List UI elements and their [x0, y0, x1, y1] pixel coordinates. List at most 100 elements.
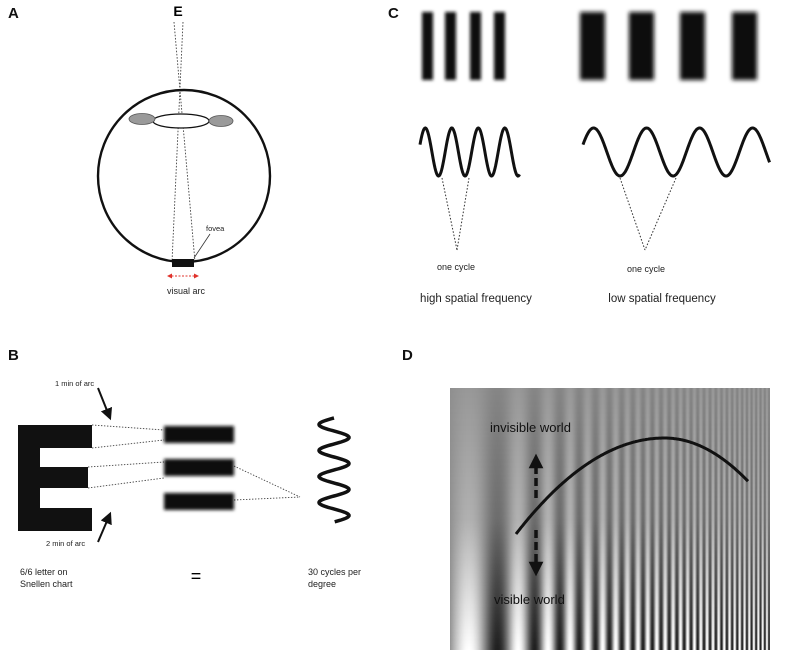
grating-stripe — [458, 388, 460, 650]
grating-stripe — [566, 388, 568, 650]
grating-stripe — [638, 388, 640, 650]
grating-stripe — [703, 388, 705, 650]
grating-stripe — [512, 388, 514, 650]
grating-stripe — [595, 388, 597, 650]
grating-stripe — [569, 388, 571, 650]
iris-right — [208, 115, 234, 127]
grating-stripe — [751, 388, 753, 650]
grating-stripe — [550, 388, 552, 650]
grating-stripe — [631, 388, 633, 650]
grating-stripe — [767, 388, 769, 650]
grating-stripe — [656, 388, 658, 650]
grating-stripe — [618, 388, 620, 650]
grating-stripe — [562, 388, 564, 650]
grating-stripe — [496, 388, 498, 650]
grating-stripe — [663, 388, 665, 650]
grating-stripe — [597, 388, 599, 650]
grating-stripe — [487, 388, 489, 650]
grating-stripe — [604, 388, 606, 650]
grating-stripe — [600, 388, 602, 650]
grating-stripe — [468, 388, 470, 650]
grating-stripe — [491, 388, 493, 650]
grating-stripe — [517, 388, 519, 650]
grating-stripe — [727, 388, 729, 650]
grating-stripe — [460, 388, 462, 650]
grating-stripe — [687, 388, 689, 650]
grating-stripe — [744, 388, 746, 650]
grating-stripe — [738, 388, 740, 650]
grating-stripe — [745, 388, 747, 650]
grating-stripe — [452, 388, 454, 650]
grating-stripe — [716, 388, 718, 650]
fovea-label: fovea — [206, 224, 225, 233]
grating-stripe — [729, 388, 731, 650]
grating-stripe — [673, 388, 675, 650]
grating-stripe — [665, 388, 667, 650]
grating-stripe — [740, 388, 742, 650]
arrow-1-min — [97, 387, 113, 421]
grating-stripe — [503, 388, 505, 650]
one-cycle-label-right: one cycle — [627, 264, 665, 274]
panel-letter-a: A — [8, 5, 19, 22]
grating-stripe — [720, 388, 722, 650]
grating-stripe — [750, 388, 752, 650]
grating-stripe — [639, 388, 641, 650]
vertical-wave — [317, 416, 351, 524]
cycles-caption-line-1: 30 cycles per — [308, 567, 361, 577]
grating-stripe — [451, 388, 453, 650]
grating-stripe — [456, 388, 458, 650]
grating-stripe — [565, 388, 567, 650]
grating-stripe — [475, 388, 477, 650]
grating-stripe — [469, 388, 471, 650]
snellen-caption-line-2: Snellen chart — [20, 579, 73, 589]
grating-stripe — [486, 388, 488, 650]
e-connector-lines — [87, 424, 301, 501]
grating-stripe — [726, 388, 728, 650]
panel-letter-d: D — [402, 347, 413, 364]
grating-stripe — [632, 388, 634, 650]
grating-stripe — [714, 388, 716, 650]
grating-stripe — [543, 388, 545, 650]
grating-stripe — [646, 388, 648, 650]
grating-stripe — [614, 388, 616, 650]
grating-stripe — [548, 388, 550, 650]
grating-stripe — [707, 388, 709, 650]
grating-stripe — [525, 388, 527, 650]
grating-stripe — [677, 388, 679, 650]
grating-stripe — [549, 388, 551, 650]
grating-stripe — [734, 388, 736, 650]
grating-stripe — [669, 388, 671, 650]
grating-stripe — [756, 388, 758, 650]
grating-stripe — [586, 388, 588, 650]
grating-stripe — [655, 388, 657, 650]
grating-stripe — [572, 388, 574, 650]
grating-stripe — [702, 388, 704, 650]
grating-stripe — [752, 388, 754, 650]
one-cycle-label-left: one cycle — [437, 262, 475, 272]
grating-stripe — [686, 388, 688, 650]
grating-stripe — [535, 388, 537, 650]
grating-stripe — [510, 388, 512, 650]
grating-stripe — [723, 388, 725, 650]
grating-stripe — [500, 388, 502, 650]
grating-stripe — [594, 388, 596, 650]
grating-stripe — [710, 388, 712, 650]
grating-stripe — [735, 388, 737, 650]
grating-stripe — [685, 388, 687, 650]
grating-stripe — [613, 388, 615, 650]
grating-stripe — [462, 388, 464, 650]
grating-stripe — [625, 388, 627, 650]
invisible-world-label: invisible world — [490, 420, 571, 435]
grating-stripe — [498, 388, 500, 650]
grating-stripe — [769, 388, 770, 650]
grating-stripe — [648, 388, 650, 650]
grating-stripe — [537, 388, 539, 650]
grating-stripe — [495, 388, 497, 650]
grating-stripe — [623, 388, 625, 650]
grating-stripe — [657, 388, 659, 650]
grating-stripe — [766, 388, 768, 650]
label-1-min-arc: 1 min of arc — [55, 379, 94, 388]
sensitivity-curve — [514, 436, 750, 535]
grating-stripe — [763, 388, 765, 650]
grating-stripe — [699, 388, 701, 650]
